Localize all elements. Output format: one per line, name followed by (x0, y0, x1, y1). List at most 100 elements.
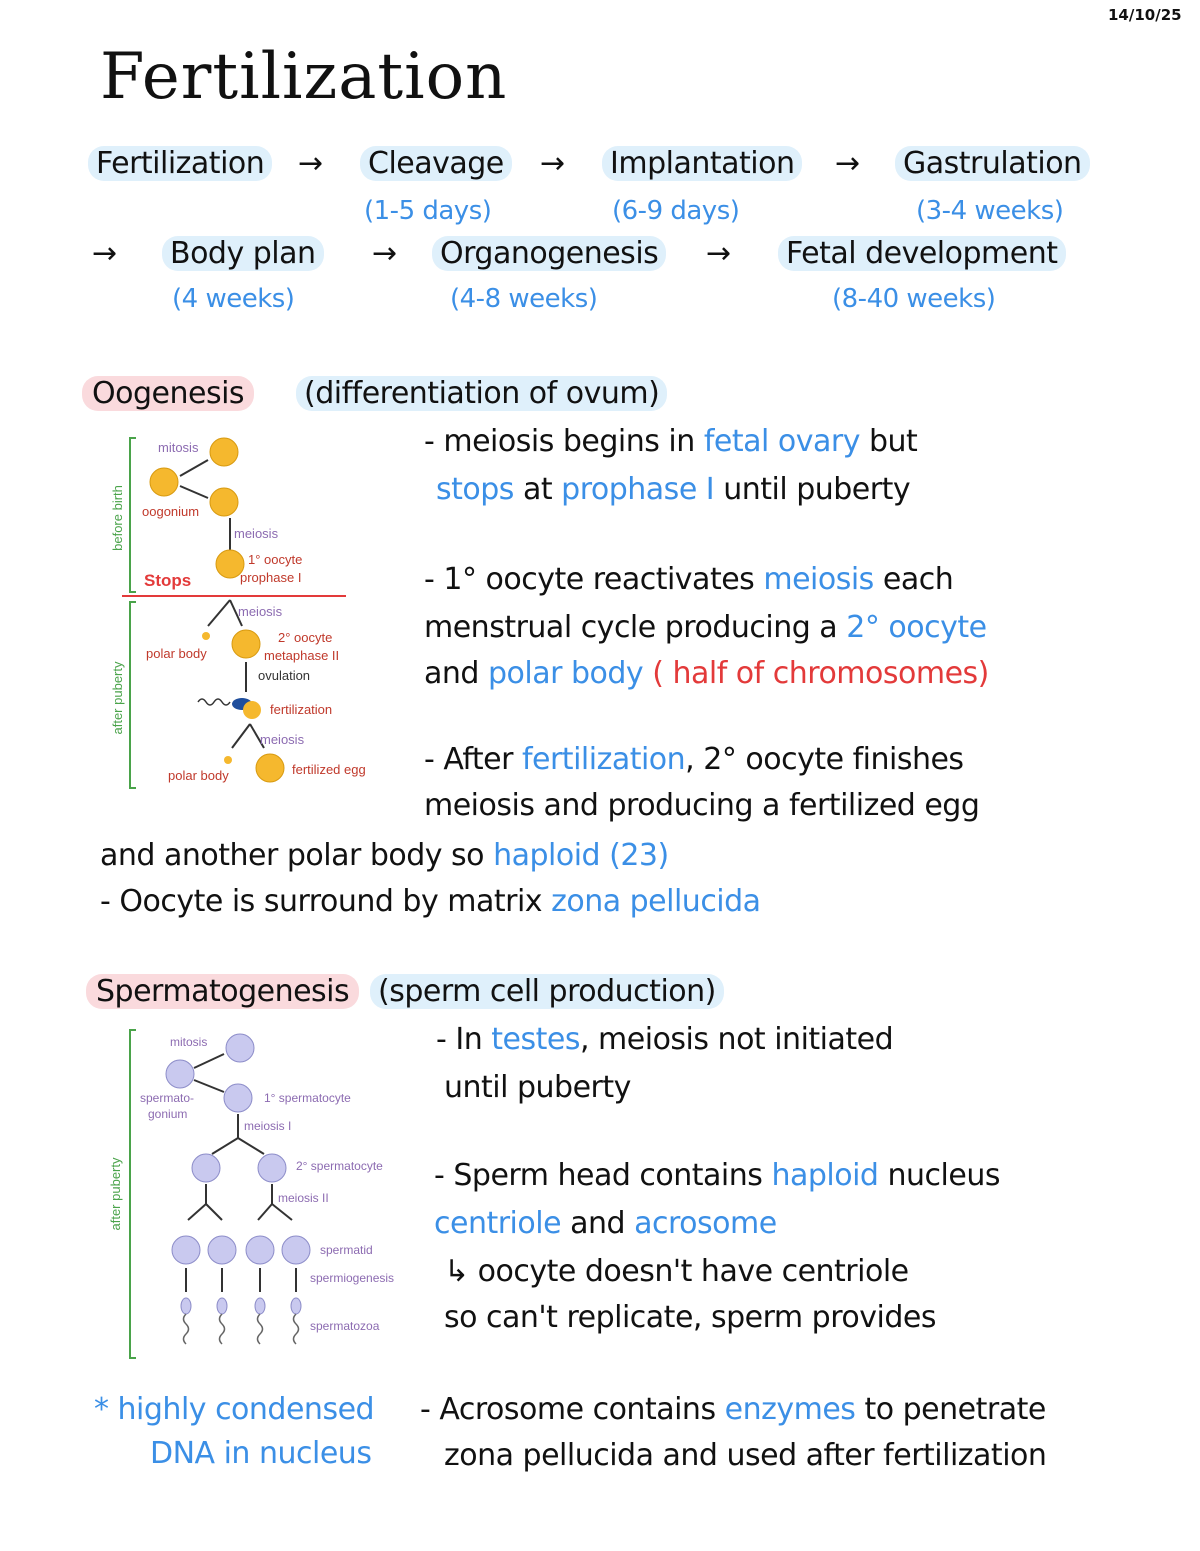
arrow-icon: → (835, 146, 860, 181)
oogenesis-bullet-1-cont: stops at prophase I until puberty (436, 472, 911, 507)
sperm-tail (182, 1313, 190, 1345)
date-label: 14/10/25 (1108, 6, 1182, 24)
egg-cell (243, 701, 261, 719)
spermatogenesis-bullet-3-cont: zona pellucida and used after fertilizat… (444, 1438, 1047, 1473)
spermatogenesis-bullet-2-sub: ↳ oocyte doesn't have centriole (444, 1254, 909, 1289)
fertilized-egg-label: fertilized egg (292, 762, 366, 777)
dna-note-cont: DNA in nucleus (150, 1436, 372, 1471)
meiosis-label-3: meiosis (260, 732, 305, 747)
ovulation-label: ovulation (258, 668, 310, 683)
oogenesis-diagram: before birth after puberty mitosis oogon… (110, 437, 366, 789)
oogenesis-bullet-3-cont: meiosis and producing a fertilized egg (424, 788, 980, 823)
after-puberty-label: after puberty (110, 661, 125, 734)
oogenesis-bullet-2-cont2: and polar body ( half of chromosomes) (424, 656, 989, 691)
meiosis-label-2: meiosis (238, 604, 283, 619)
spermiogenesis-label: spermiogenesis (310, 1271, 394, 1285)
sperm-tail (218, 1313, 226, 1345)
spermatogenesis-bullet-2: - Sperm head contains haploid nucleus (434, 1158, 1000, 1193)
spermatid-cell (207, 1235, 237, 1265)
timeline-stage-gastrulation: Gastrulation (895, 146, 1090, 181)
timeline-stage-cleavage: Cleavage (360, 146, 512, 181)
arrow-line (249, 723, 265, 749)
timeline-stage-implantation: Implantation (602, 146, 803, 181)
spermatogenesis-bullet-3: - Acrosome contains enzymes to penetrate (420, 1392, 1046, 1427)
arrow-icon: → (298, 146, 323, 181)
spermatogenesis-bullet-2-sub-cont: so can't replicate, sperm provides (444, 1300, 936, 1335)
meiosis-label: meiosis (234, 526, 279, 541)
before-birth-bracket (129, 437, 136, 593)
arrow-icon: → (706, 236, 731, 271)
spermatogenesis-diagram: after puberty mitosis spermato- gonium 1… (108, 1029, 394, 1359)
arrow-line (257, 1203, 273, 1221)
polar-body-label-2: polar body (168, 768, 229, 783)
oogenesis-bullet-3: - After fertilization, 2° oocyte finishe… (424, 742, 964, 777)
arrow-line (237, 1137, 265, 1155)
arrow-line (229, 599, 243, 627)
timeline-time-body-plan: (4 weeks) (172, 284, 295, 314)
cell-circle (209, 487, 239, 517)
primary-oocyte-cell (215, 549, 245, 579)
spermatogonium-label: spermato- (140, 1091, 194, 1105)
oogenesis-heading: Oogenesis (82, 376, 255, 411)
timeline-stage-organogenesis: Organogenesis (432, 236, 667, 271)
timeline-stage-body-plan: Body plan (162, 236, 324, 271)
mitosis-label: mitosis (170, 1035, 207, 1049)
sperm-head (290, 1297, 302, 1315)
arrow-line (205, 1203, 223, 1221)
arrow-line (193, 1053, 225, 1069)
oogenesis-bullet-2: - 1° oocyte reactivates meiosis each (424, 562, 954, 597)
spermatogenesis-subheading: (sperm cell production) (370, 974, 724, 1009)
arrow-line (271, 1203, 293, 1221)
page-title: Fertilization (100, 40, 508, 114)
secondary-spermatocyte-cell (191, 1153, 221, 1183)
prophase-label: prophase I (240, 570, 301, 585)
timeline-time-cleavage: (1-5 days) (364, 196, 492, 226)
polar-body-label: polar body (146, 646, 207, 661)
cell-circle (225, 1033, 255, 1063)
timeline-stage-fertilization: Fertilization (88, 146, 273, 181)
oogenesis-subheading: (differentiation of ovum) (296, 376, 668, 411)
secondary-oocyte-cell (231, 629, 261, 659)
secondary-spermatocyte-cell (257, 1153, 287, 1183)
arrow-line (193, 1079, 225, 1093)
sperm-tail (197, 698, 231, 706)
spermatogenesis-bullet-1: - In testes, meiosis not initiated (436, 1022, 894, 1057)
cell-circle (165, 1059, 195, 1089)
sperm-tail (256, 1313, 264, 1345)
arrow-line (231, 723, 251, 749)
oogonium-label: oogonium (142, 504, 199, 519)
spermatid-cell (245, 1235, 275, 1265)
primary-spermatocyte-cell (223, 1083, 253, 1113)
oogenesis-bullet-1: - meiosis begins in fetal ovary but (424, 424, 918, 459)
sperm-head (254, 1297, 266, 1315)
arrow-icon: → (372, 236, 397, 271)
timeline-time-organogenesis: (4-8 weeks) (450, 284, 598, 314)
primary-oocyte-label: 1° oocyte (248, 552, 302, 567)
secondary-spermatocyte-label: 2° spermatocyte (296, 1159, 383, 1173)
spermatid-label: spermatid (320, 1243, 373, 1257)
oogenesis-bullet-4: - Oocyte is surround by matrix zona pell… (100, 884, 761, 919)
after-puberty-bracket (129, 601, 136, 789)
primary-spermatocyte-label: 1° spermatocyte (264, 1091, 351, 1105)
sperm-tail (292, 1313, 300, 1345)
after-puberty-label: after puberty (108, 1157, 123, 1230)
spermatozoa-label: spermatozoa (310, 1319, 380, 1333)
polar-body-cell (202, 632, 210, 640)
arrow-line (179, 485, 209, 499)
mitosis-label: mitosis (158, 440, 199, 455)
oogenesis-bullet-2-cont: menstrual cycle producing a 2° oocyte (424, 610, 987, 645)
timeline-time-gastrulation: (3-4 weeks) (916, 196, 1064, 226)
cell-circle (149, 467, 179, 497)
polar-body-cell (224, 756, 232, 764)
spermatid-cell (281, 1235, 311, 1265)
spermatogenesis-bullet-1-cont: until puberty (444, 1070, 631, 1105)
meiosis-2-label: meiosis II (278, 1191, 329, 1205)
after-puberty-bracket (129, 1029, 136, 1359)
metaphase-label: metaphase II (264, 648, 339, 663)
sperm-head (216, 1297, 228, 1315)
dna-note: * highly condensed (94, 1392, 375, 1427)
arrow-line (211, 1137, 239, 1155)
oogenesis-bullet-3-cont2: and another polar body so haploid (23) (100, 838, 669, 873)
fertilized-egg-cell (255, 753, 285, 783)
spermatid-cell (171, 1235, 201, 1265)
